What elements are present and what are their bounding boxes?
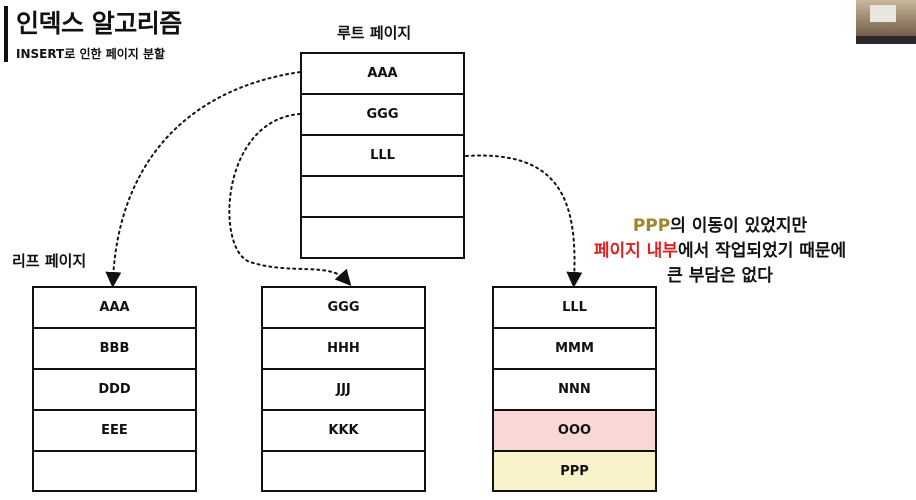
leaf-page-1: AAA BBB DDD EEE xyxy=(32,286,197,492)
leaf1-row-4: EEE xyxy=(34,411,195,452)
leaf1-row-2: BBB xyxy=(34,329,195,370)
note-line-1-text: 의 이동이 있었지만 xyxy=(670,216,808,236)
leaf-page-2: GGG HHH JJJ KKK xyxy=(261,286,426,492)
arrow-aaa-to-leaf1 xyxy=(105,71,301,288)
note-ppp-highlight: PPP xyxy=(632,216,671,236)
leaf-page-3: LLL MMM NNN OOO PPP xyxy=(492,286,657,492)
note-page-inner-highlight: 페이지 내부 xyxy=(593,241,678,261)
root-page-label: 루트 페이지 xyxy=(337,24,412,42)
leaf3-row-2: MMM xyxy=(494,329,655,370)
leaf2-row-1: GGG xyxy=(263,288,424,329)
leaf3-row-1: LLL xyxy=(494,288,655,329)
leaf3-row-3: NNN xyxy=(494,370,655,411)
leaf3-row-5-highlighted: PPP xyxy=(494,452,655,490)
note-line-2-text: 에서 작업되었기 때문에 xyxy=(677,241,847,261)
note-line-3: 큰 부담은 없다 xyxy=(667,266,773,286)
leaf3-row-4-highlighted: OOO xyxy=(494,411,655,452)
webcam-background-screen xyxy=(870,5,896,22)
leaf2-row-3: JJJ xyxy=(263,370,424,411)
note-line-1: PPP의 이동이 있었지만 xyxy=(560,214,880,239)
root-row-3: LLL xyxy=(302,136,463,177)
page-title: 인덱스 알고리즘 xyxy=(16,9,182,38)
arrow-ggg-to-leaf2 xyxy=(228,113,352,286)
arrow-lll-to-leaf3 xyxy=(465,154,583,288)
presenter-webcam-thumbnail xyxy=(856,0,916,44)
webcam-caption-bar xyxy=(856,36,916,44)
root-row-1: AAA xyxy=(302,54,463,95)
root-page: AAA GGG LLL xyxy=(300,52,465,259)
root-row-4 xyxy=(302,177,463,218)
leaf1-row-1: AAA xyxy=(34,288,195,329)
title-accent-bar xyxy=(4,6,8,62)
leaf2-row-4: KKK xyxy=(263,411,424,452)
explanation-note: PPP의 이동이 있었지만 페이지 내부에서 작업되었기 때문에 큰 부담은 없… xyxy=(560,214,880,289)
note-line-2: 페이지 내부에서 작업되었기 때문에 xyxy=(560,239,880,264)
page-subtitle: INSERT로 인한 페이지 분할 xyxy=(16,47,166,61)
root-row-2: GGG xyxy=(302,95,463,136)
leaf-page-label: 리프 페이지 xyxy=(12,252,87,270)
leaf2-row-2: HHH xyxy=(263,329,424,370)
leaf1-row-3: DDD xyxy=(34,370,195,411)
